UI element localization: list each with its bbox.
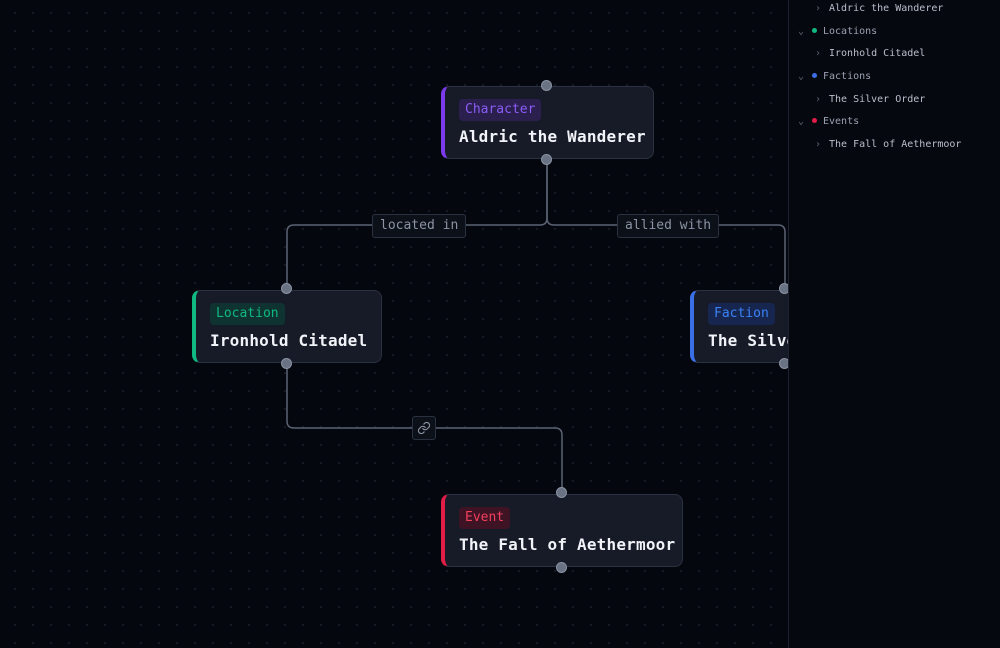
node-title: Ironhold Citadel	[210, 331, 368, 350]
chevron-right-icon: ›	[815, 94, 822, 105]
edge-label-allied-with[interactable]: allied with	[617, 214, 720, 238]
tree-item-faction[interactable]: ›The Silver Order	[815, 89, 925, 111]
tree-item-location[interactable]: ›Ironhold Citadel	[815, 43, 925, 65]
chevron-right-icon: ›	[815, 48, 822, 59]
chevron-right-icon: ›	[815, 3, 822, 14]
node-type-badge: Event	[459, 507, 511, 529]
node-faction-handle-bottom[interactable]	[779, 358, 788, 369]
node-location[interactable]: Location Ironhold Citadel	[192, 290, 382, 363]
chevron-down-icon: ⌄	[798, 116, 805, 127]
node-type-badge: Location	[210, 303, 285, 325]
events-dot-icon	[812, 118, 817, 123]
node-character-handle-bottom[interactable]	[541, 154, 552, 165]
node-faction[interactable]: Faction The Silver Order	[690, 290, 788, 363]
node-character-handle-top[interactable]	[541, 80, 552, 91]
chevron-down-icon: ⌄	[798, 26, 805, 37]
tree-group-factions[interactable]: ⌄Factions	[798, 66, 871, 88]
tree-group-locations[interactable]: ⌄Locations	[798, 21, 877, 43]
node-title: Aldric the Wanderer	[459, 127, 646, 146]
chevron-right-icon: ›	[815, 139, 822, 150]
node-faction-handle-top[interactable]	[779, 283, 788, 294]
node-event-handle-bottom[interactable]	[556, 562, 567, 573]
node-event[interactable]: Event The Fall of Aethermoor	[441, 494, 683, 567]
edge-label-located-in[interactable]: located in	[372, 214, 467, 238]
chevron-down-icon: ⌄	[798, 71, 805, 82]
tree-group-events[interactable]: ⌄Events	[798, 111, 859, 133]
node-type-badge: Faction	[708, 303, 775, 325]
node-event-handle-top[interactable]	[556, 487, 567, 498]
node-title: The Silver Order	[708, 331, 788, 350]
locations-dot-icon	[812, 28, 817, 33]
node-character[interactable]: Character Aldric the Wanderer	[441, 86, 654, 159]
graph-canvas[interactable]: located in allied with Character Aldric …	[0, 0, 788, 648]
tree-item-character[interactable]: ›Aldric the Wanderer	[815, 0, 943, 20]
edge-link-button[interactable]	[412, 416, 436, 440]
node-type-badge: Character	[459, 99, 542, 121]
node-title: The Fall of Aethermoor	[459, 535, 676, 554]
link-icon	[417, 421, 431, 435]
entity-tree-sidebar: ›Aldric the Wanderer ⌄Locations ›Ironhol…	[788, 0, 1000, 648]
factions-dot-icon	[812, 73, 817, 78]
tree-item-event[interactable]: ›The Fall of Aethermoor	[815, 134, 961, 156]
node-location-handle-top[interactable]	[281, 283, 292, 294]
node-location-handle-bottom[interactable]	[281, 358, 292, 369]
